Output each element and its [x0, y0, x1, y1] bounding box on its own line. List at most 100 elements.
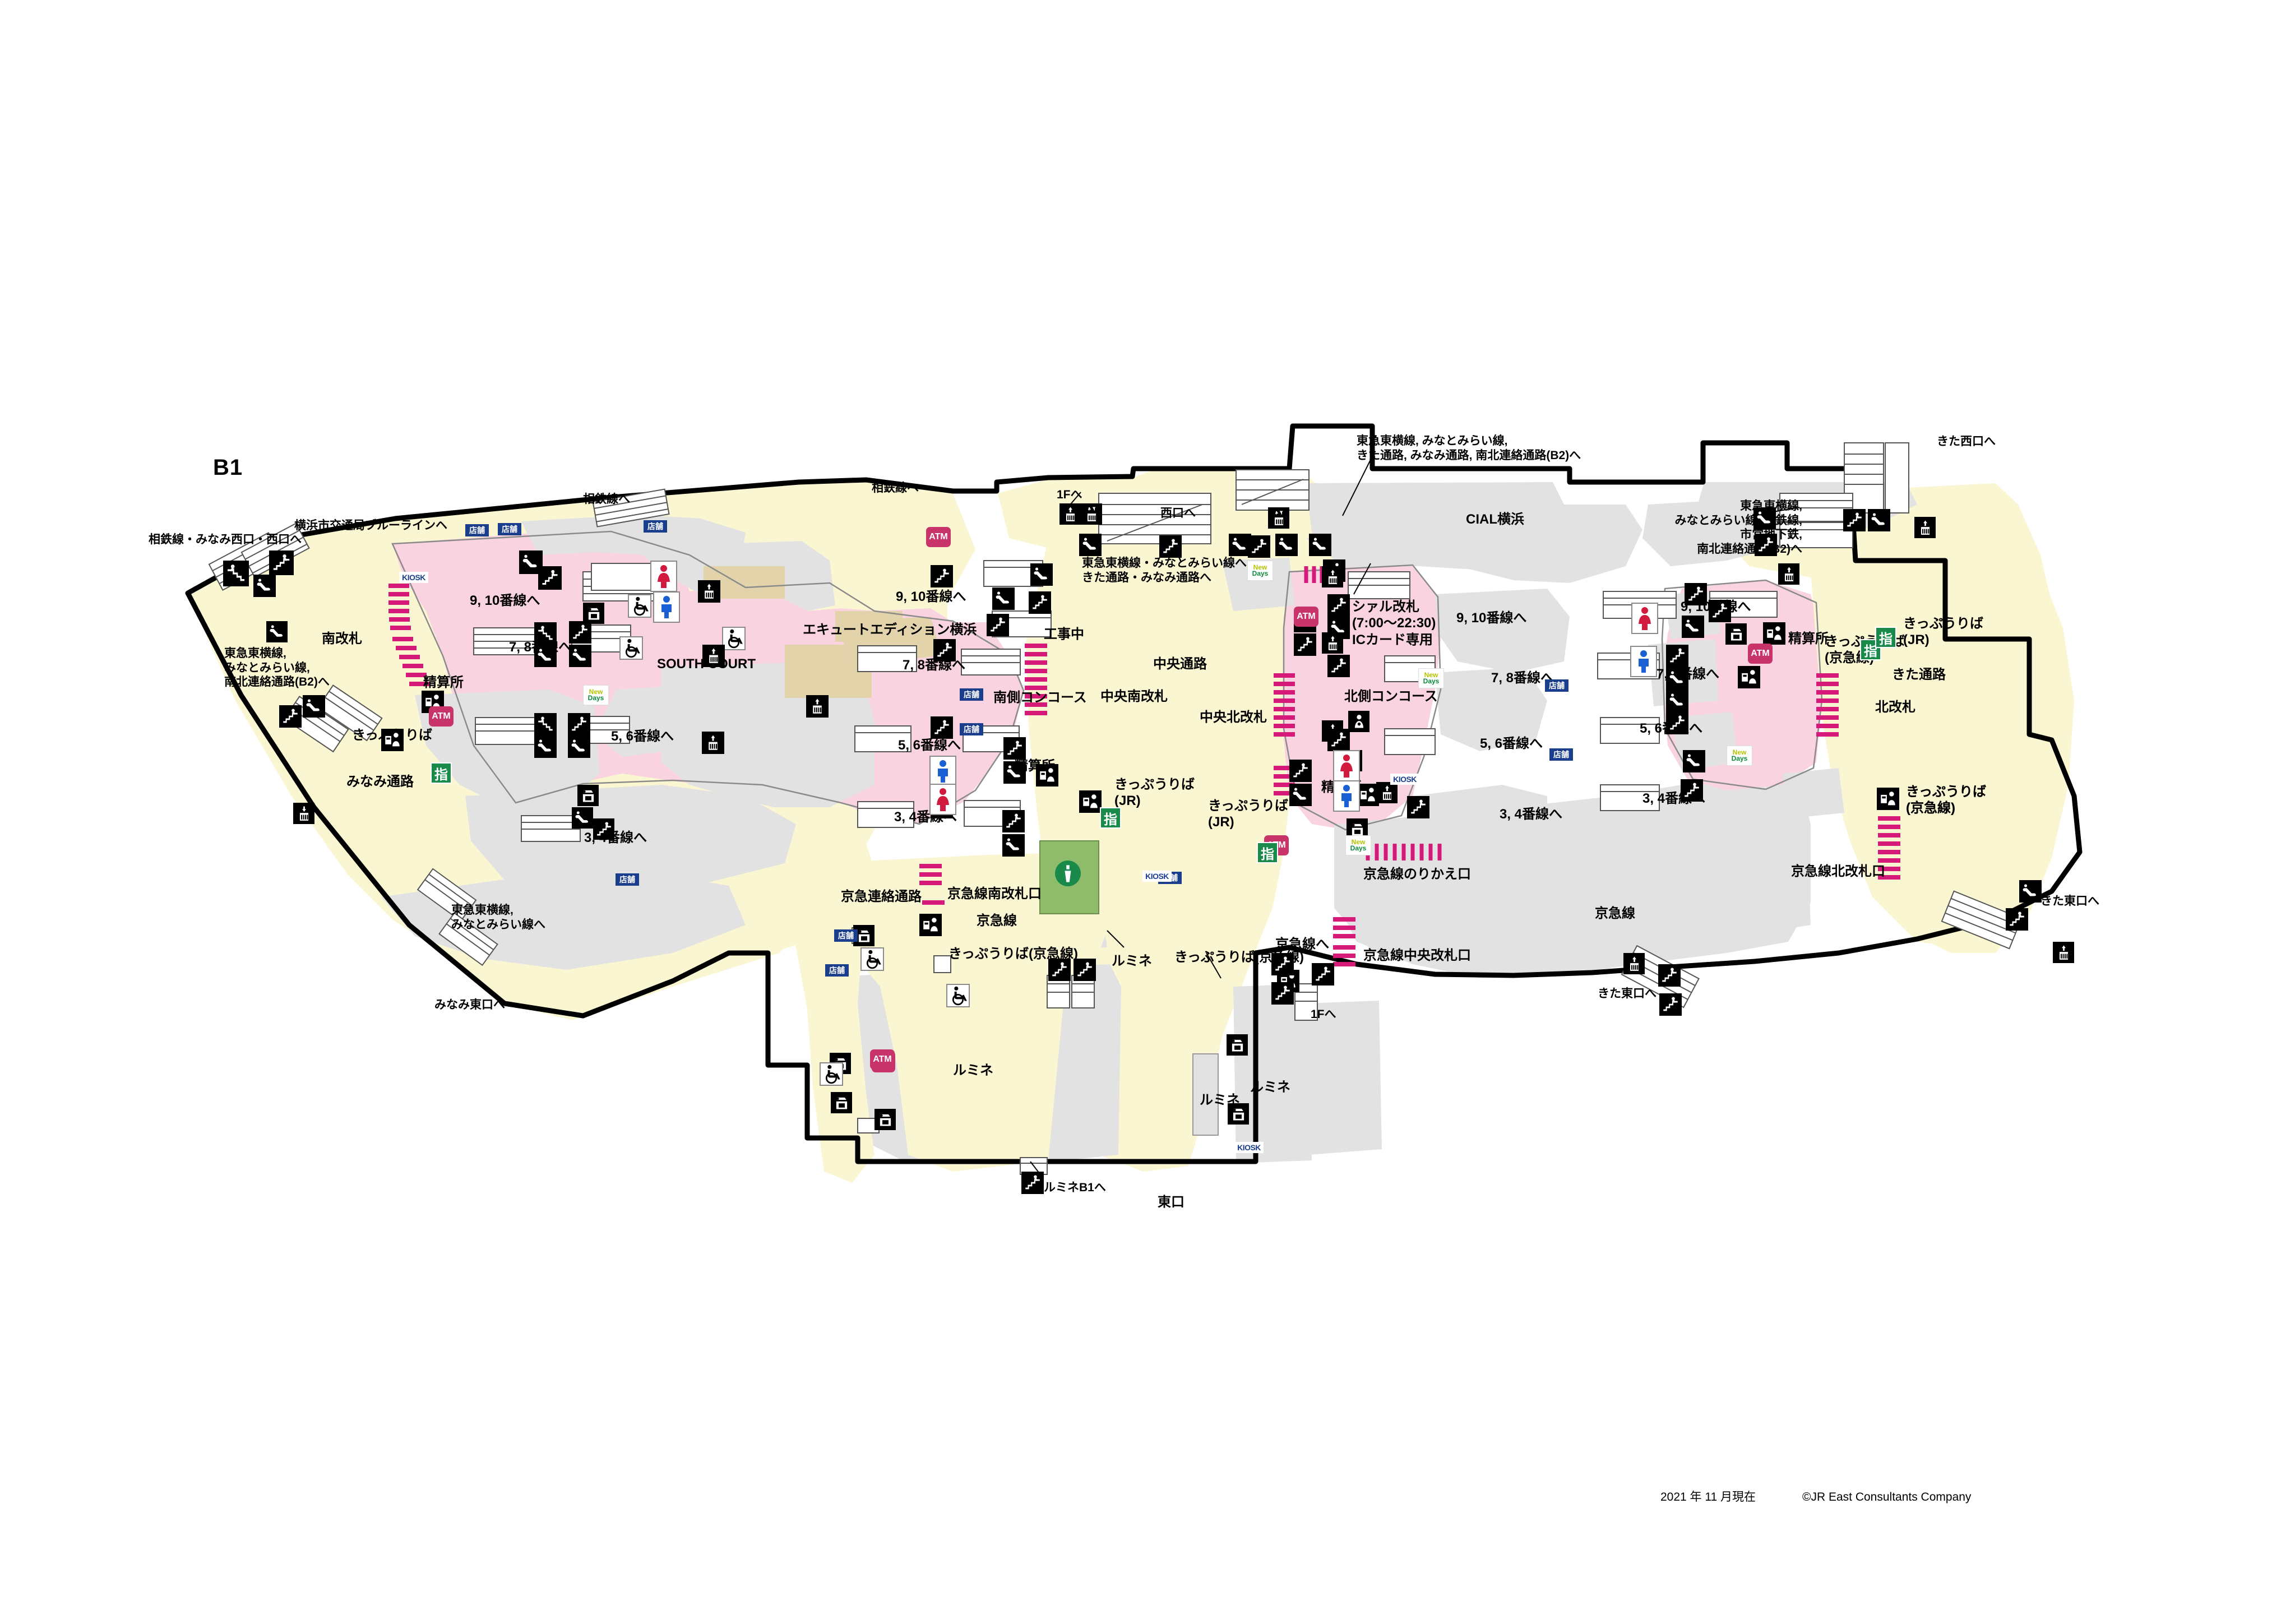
stairs-icon	[1003, 737, 1026, 760]
map-label-chuo-kita-kaisatsu: 中央北改札	[1200, 710, 1267, 725]
area-lumine-col	[1192, 1053, 1219, 1136]
map-label-minami-kaisatsu: 南改札	[322, 631, 362, 646]
map-label-keikyu-e: 京急線へ	[1275, 937, 1329, 952]
elevator-icon	[1322, 632, 1343, 654]
map-label-keikyu-norikae: 京急線のりかえ口	[1363, 867, 1471, 882]
map-label-keikyu-minami-kaisatsu: 京急線南改札口	[947, 886, 1042, 901]
shop-icon: 店舗	[616, 873, 639, 886]
stairs-icon	[931, 565, 953, 587]
map-label-lumine-b1: ルミネB1へ	[1044, 1181, 1106, 1194]
escalator-icon	[569, 645, 591, 667]
escalator-icon	[992, 587, 1015, 610]
escalator-icon	[1289, 784, 1312, 806]
escalator-icon	[1229, 534, 1251, 556]
map-label-nishiguchi: 西口へ	[1160, 507, 1196, 520]
stairs-icon	[931, 716, 953, 739]
map-label-ecute: エキュートエディション横浜	[803, 622, 977, 637]
map-label-kita-tsuro: きた通路	[1892, 667, 1946, 682]
area-cial	[1306, 482, 1642, 583]
map-label-tokyu-center: 東急東横線・みなとみらい線へ きた通路・みなみ通路へ	[1082, 557, 1247, 584]
area-keikyu-grey2	[1334, 782, 1811, 964]
stairs-icon	[568, 713, 590, 735]
coin-locker-icon	[1725, 623, 1747, 645]
map-label-floor: B1	[213, 455, 243, 480]
map-label-tokyu-bottomleft: 東急東横線, みなとみらい線へ	[451, 904, 545, 931]
map-label-keikyu-line: 京急線	[1595, 906, 1635, 921]
gate-keikyu-chuo	[1333, 917, 1355, 966]
gate-chuo-kita	[1274, 673, 1295, 795]
baby-room-icon	[1348, 711, 1369, 732]
stairs-icon	[279, 705, 302, 728]
toilet-female-icon	[929, 784, 956, 815]
map-label-plat910-b: 9, 10番線へ	[896, 589, 966, 604]
building-outline	[185, 423, 2083, 1164]
newdays-line1: New	[1351, 838, 1366, 846]
map-label-to-1f-right: 1Fへ	[1311, 1008, 1336, 1021]
stairs-icon	[1666, 645, 1688, 667]
map-label-lumine-big: ルミネ	[953, 1063, 993, 1078]
coin-locker-icon	[577, 785, 599, 806]
stairs-icon	[538, 566, 562, 590]
map-label-higashiguchi: 東口	[1158, 1195, 1184, 1210]
escalator-icon	[1753, 507, 1776, 530]
elevator-icon	[702, 645, 725, 667]
stairs-icon	[269, 550, 294, 575]
map-label-kippu-keikyu-r: きっぷうりば (京急線)	[1906, 784, 1987, 816]
map-label-plat56-a: 5, 6番線へ	[611, 729, 674, 744]
ticket-office-icon	[1763, 622, 1785, 645]
toilet-female-icon	[1631, 603, 1658, 634]
elevator-icon	[1778, 563, 1799, 585]
kiosk-icon: KIOSK	[1390, 774, 1419, 785]
elevator-icon	[698, 580, 720, 603]
newdays-line1: New	[1424, 670, 1438, 679]
stairs-icon	[1327, 655, 1350, 677]
escalator-icon	[519, 550, 543, 574]
stairs-icon	[1685, 583, 1707, 605]
stairs-icon	[534, 622, 557, 645]
map-label-yokohama-blueline: 横浜市交通局ブルーラインヘ	[294, 519, 447, 532]
information-icon: 指	[1875, 627, 1896, 648]
stairs-icon	[1327, 729, 1350, 751]
map-label-sotetsu-1: 相鉄線へ	[583, 493, 630, 506]
map-label-keikyu-renraku: 京急連絡通路	[841, 889, 922, 904]
elevator-icon	[1322, 566, 1343, 587]
escalator-icon	[1682, 616, 1704, 638]
newdays-line1: New	[589, 687, 603, 696]
stairs-icon	[569, 621, 591, 644]
map-label-lumine-arrow: ルミネ	[1112, 954, 1152, 969]
stairs-icon	[1709, 600, 1731, 622]
map-label-tokyu-top-right: 東急東横線, みなとみらい線, きた通路, みなみ通路, 南北連絡通路(B2)へ	[1357, 434, 1581, 462]
area-keikyu-renraku2	[774, 860, 874, 1183]
wheelchair-icon	[946, 984, 970, 1007]
map-label-kippu-keikyu-right2: きっぷうりば (京急線)	[1906, 784, 1987, 816]
shop-icon: 店舗	[498, 523, 521, 535]
kiosk-icon: KIOSK	[1142, 871, 1172, 882]
ticket-office-icon	[1738, 666, 1760, 688]
shop-icon: 店舗	[1549, 748, 1573, 761]
ticket-office-icon	[919, 914, 942, 936]
stairs-icon	[1248, 535, 1270, 558]
escalator-icon	[534, 645, 557, 667]
information-icon: 指	[1257, 842, 1278, 863]
map-label-chuo-minami-kaisatsu: 中央南改札	[1100, 689, 1168, 704]
escalator-icon	[1666, 667, 1688, 690]
map-label-kita-concourse: 北側コンコース	[1344, 689, 1438, 704]
stairs-icon	[1327, 594, 1350, 617]
atm-icon: ATM	[1748, 644, 1773, 664]
elevator-icon	[1623, 953, 1645, 974]
shop-icon: 店舗	[465, 524, 489, 536]
coin-locker-icon	[1228, 1103, 1249, 1125]
kiosk-icon: KIOSK	[399, 572, 428, 583]
stairs-icon	[1755, 534, 1777, 556]
newdays-line2: Days	[1731, 755, 1748, 762]
toilet-female-icon	[650, 561, 677, 592]
wheelchair-icon	[722, 627, 746, 650]
escalator-icon	[253, 575, 276, 597]
elevator-icon	[1914, 517, 1936, 538]
atm-icon: ATM	[429, 706, 454, 727]
stairs-icon	[1666, 712, 1688, 734]
